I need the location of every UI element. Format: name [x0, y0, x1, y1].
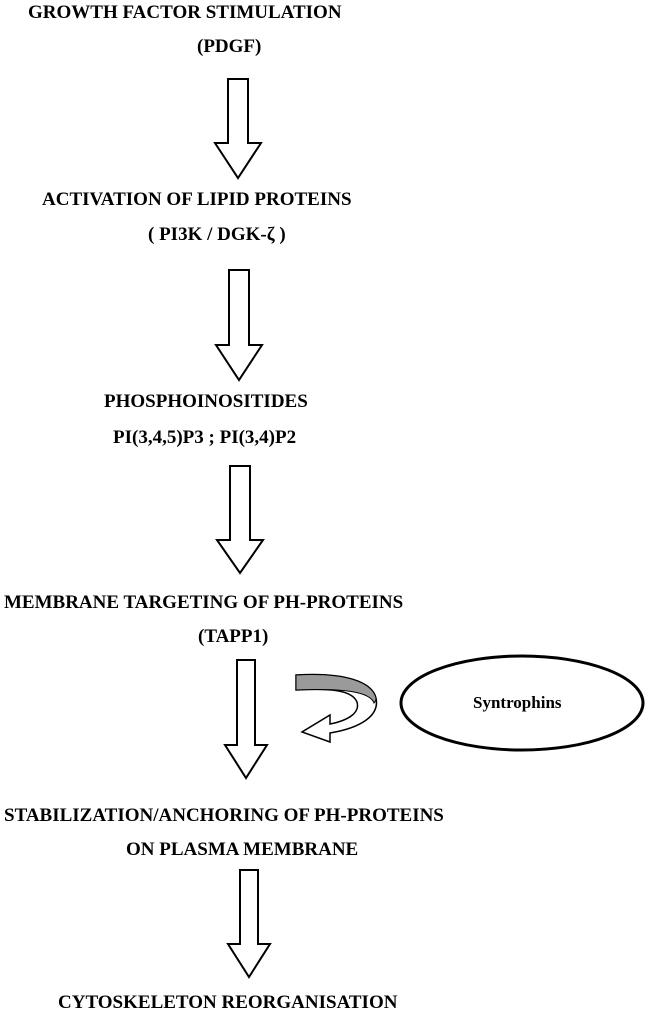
- step-3-subtitle: PI(3,4,5)P3 ; PI(3,4)P2: [113, 427, 297, 448]
- curved-arrow-icon: [295, 673, 378, 744]
- down-arrow-icon-3: [215, 465, 265, 575]
- step-4-title: MEMBRANE TARGETING OF PH-PROTEINS: [4, 592, 404, 613]
- down-arrow-icon-4: [223, 659, 269, 780]
- step-3-title: PHOSPHOINOSITIDES: [104, 391, 308, 412]
- step-2-subtitle: ( PI3K / DGK-ζ ): [148, 224, 286, 245]
- step-1-title: GROWTH FACTOR STIMULATION: [28, 2, 342, 23]
- step-5-subtitle: ON PLASMA MEMBRANE: [126, 839, 359, 860]
- step-1-subtitle: (PDGF): [197, 36, 262, 57]
- down-arrow-icon-1: [213, 78, 263, 180]
- syntrophins-label: Syntrophins: [473, 693, 562, 712]
- step-2-title: ACTIVATION OF LIPID PROTEINS: [42, 189, 352, 210]
- down-arrow-icon-5: [226, 869, 272, 979]
- step-6-title: CYTOSKELETON REORGANISATION: [58, 992, 398, 1013]
- step-5-title: STABILIZATION/ANCHORING OF PH-PROTEINS: [4, 805, 444, 826]
- down-arrow-icon-2: [214, 269, 264, 382]
- syntrophins-node: [399, 654, 645, 752]
- step-4-subtitle: (TAPP1): [198, 626, 269, 647]
